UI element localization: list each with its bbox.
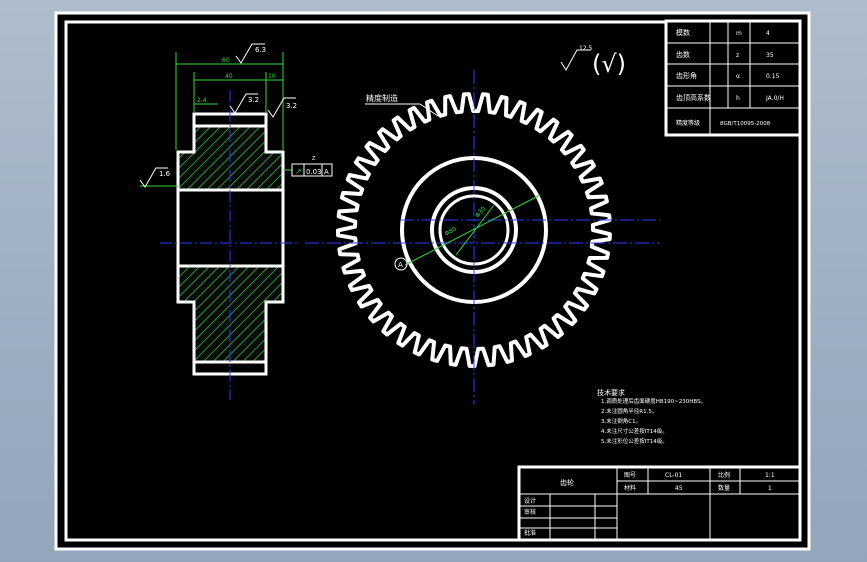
title-block: 齿轮 图号 CL-01 比例 1:1 材料 45 数量 1 设计 审核 批准 <box>517 465 802 542</box>
tolerance-frame <box>291 163 333 177</box>
dim-overall-width: 60 <box>222 57 230 64</box>
title-qty-value: 1 <box>768 485 772 492</box>
parameter-table: 模数 m 4 齿数 z 35 齿形角 α 0.15 齿顶高系数 h JA.0/H 精度等级 8GB/T10… <box>664 19 802 137</box>
param-value: 35 <box>766 52 774 59</box>
front-view: Φ80 Φ30 A 精度制造 12.5 (√) <box>305 45 660 405</box>
notes-line: 1.调质处理后齿面硬度HB190~230HBS。 <box>601 397 706 405</box>
dim-hub-width: 40 <box>225 73 233 80</box>
title-scale-value: CL-01 <box>665 472 682 479</box>
dim-rim-width: 10 <box>268 73 276 80</box>
leader-note: 精度制造 <box>366 93 398 103</box>
tolerance-datum: A <box>324 168 329 176</box>
notes-line: 3.未注倒角C1。 <box>601 417 641 425</box>
notes-title: 技术要求 <box>597 388 625 397</box>
param-label: 齿形角 <box>676 71 697 80</box>
title-designer: 设计 <box>524 497 536 505</box>
param-value: 0.15 <box>766 73 780 80</box>
datum-circle <box>394 257 408 271</box>
roughness-rim-top: 6.3 <box>255 46 266 54</box>
param-symbol: h <box>736 95 740 102</box>
title-ratio-value: 1:1 <box>765 472 775 479</box>
title-name: 齿轮 <box>560 478 574 487</box>
title-qty-label: 数量 <box>718 484 730 492</box>
tolerance-label: Z <box>312 156 316 162</box>
general-roughness-value: 12.5 <box>579 45 593 52</box>
roughness-teeth: 3.2 <box>248 96 259 104</box>
param-symbol: α <box>736 73 740 80</box>
title-checker: 审核 <box>524 508 536 516</box>
param-value: 8GB/T10095-2008 <box>720 121 771 127</box>
title-scale-label: 图号 <box>624 472 636 479</box>
datum-letter: A <box>398 261 403 269</box>
general-roughness-paren: (√) <box>592 50 626 78</box>
notes-line: 4.未注尺寸公差按IT14级。 <box>601 427 668 435</box>
param-value: 4 <box>766 30 770 37</box>
tolerance-value: 0.03 <box>306 168 322 176</box>
title-material-value: 45 <box>675 485 683 492</box>
gear-tooth-profile <box>336 92 612 368</box>
technical-notes: 技术要求 1.调质处理后齿面硬度HB190~230HBS。 2.未注圆角半径R1.… <box>597 388 706 445</box>
param-label: 模数 <box>676 28 690 37</box>
notes-line: 5.未注形位公差按IT14级。 <box>601 437 668 445</box>
gear-teeth <box>336 92 612 368</box>
inner-frame <box>64 20 802 542</box>
general-roughness-symbol <box>560 49 591 71</box>
param-label: 齿顶高系数 <box>676 93 711 102</box>
param-label: 精度等级 <box>676 119 700 127</box>
roughness-side: 3.2 <box>286 102 297 110</box>
title-material-label: 材料 <box>624 484 636 492</box>
section-view: 6.3 3.2 1.6 3.2 60 40 10 2.4 ↗ 0.03 A Z <box>139 43 333 400</box>
title-ratio-label: 比例 <box>718 471 730 479</box>
roughness-bore: 1.6 <box>159 170 171 178</box>
param-value: JA.0/H <box>765 95 784 102</box>
title-approver: 批准 <box>524 529 536 537</box>
param-label: 齿数 <box>676 50 690 59</box>
tolerance-symbol: ↗ <box>295 167 302 176</box>
param-symbol: m <box>736 30 742 37</box>
dim-small-width: 2.4 <box>197 97 207 104</box>
notes-line: 2.未注圆角半径R1.5。 <box>601 407 657 415</box>
param-symbol: z <box>736 52 739 59</box>
